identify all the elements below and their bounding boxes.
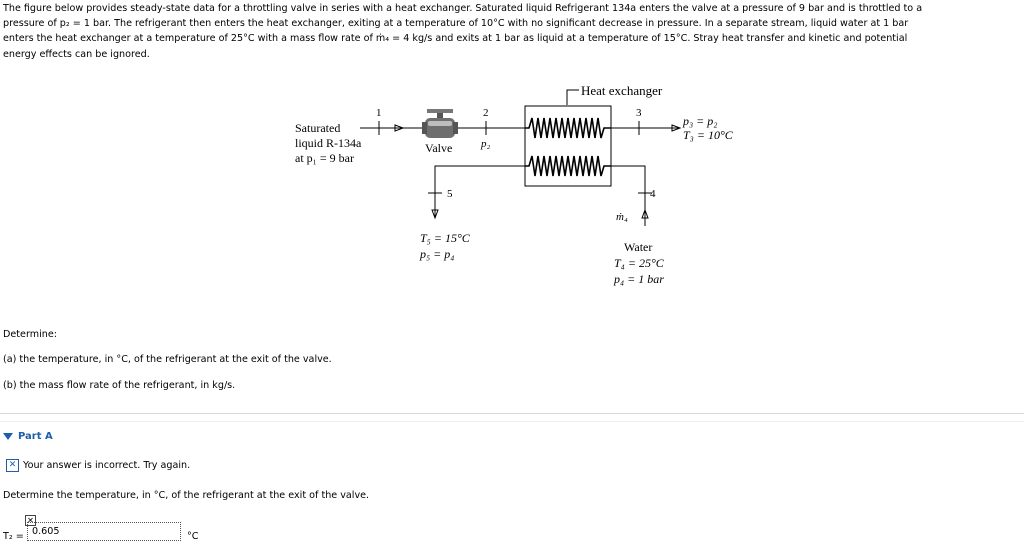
problem-line-1: The figure below provides steady-state d… [3, 3, 923, 14]
state-3-label: 3 [636, 107, 642, 119]
problem-line-3: enters the heat exchanger at a temperatu… [3, 33, 908, 45]
answer-label: T₂ = [3, 531, 24, 542]
heat-exchanger-label: Heat exchanger [581, 83, 663, 98]
valve-icon [422, 109, 458, 138]
state-2-label: 2 [483, 107, 489, 119]
question-a: (a) the temperature, in °C, of the refri… [3, 354, 332, 365]
feedback-text: Your answer is incorrect. Try again. [23, 460, 191, 471]
water-inlet-arrow [641, 208, 649, 219]
incorrect-x-icon: ✕ [6, 459, 19, 472]
answer-field-box [27, 522, 181, 541]
exit-arrow [671, 124, 682, 132]
water-exit-temperature: T₅ = 15°C [420, 231, 471, 245]
water-coil [525, 155, 611, 177]
state-4-label: 4 [650, 188, 656, 200]
valve-label: Valve [425, 141, 452, 155]
part-a-prompt: Determine the temperature, in °C, of the… [3, 490, 370, 501]
inlet-label-1: Saturated [295, 121, 340, 135]
water-inlet-temperature: T₄ = 25°C [614, 256, 665, 270]
determine-heading: Determine: [3, 329, 57, 340]
answer-unit: °C [187, 531, 199, 542]
part-a-title: Part A [18, 431, 53, 442]
state-1-label: 1 [376, 107, 382, 119]
water-flow-rate-label: ṁ₄ [616, 211, 628, 223]
refrigerant-coil [525, 117, 611, 139]
inlet-arrow [394, 124, 405, 132]
problem-line-2: pressure of p₂ = 1 bar. The refrigerant … [3, 18, 909, 30]
water-label: Water [624, 240, 652, 254]
water-inlet-pressure: p₄ = 1 bar [613, 272, 664, 286]
inlet-label-3: at p₁ = 9 bar [295, 151, 354, 165]
exit-pressure-label: p₃ = p₂ [682, 114, 717, 128]
question-b: (b) the mass flow rate of the refrigeran… [3, 380, 236, 391]
collapse-triangle-icon [3, 433, 13, 440]
answer-input[interactable] [28, 523, 172, 540]
inlet-label-2: liquid R-134a [295, 136, 362, 150]
p2-label: p₂ [480, 138, 491, 150]
water-exit-pressure: p₅ = p₄ [419, 247, 454, 261]
section-divider-light [0, 421, 1024, 422]
state-5-label: 5 [447, 188, 453, 200]
problem-line-4: energy effects can be ignored. [3, 48, 150, 60]
water-exit-arrow [431, 209, 439, 220]
problem-statement: The figure below provides steady-state d… [3, 1, 1021, 62]
feedback-message: ✕ Your answer is incorrect. Try again. [6, 459, 190, 472]
exit-temperature-label: T₃ = 10°C [683, 128, 734, 142]
section-divider [0, 413, 1024, 414]
system-figure: Heat exchanger Saturated liquid R-134a a… [295, 83, 734, 286]
part-a-toggle[interactable]: Part A [3, 431, 53, 442]
